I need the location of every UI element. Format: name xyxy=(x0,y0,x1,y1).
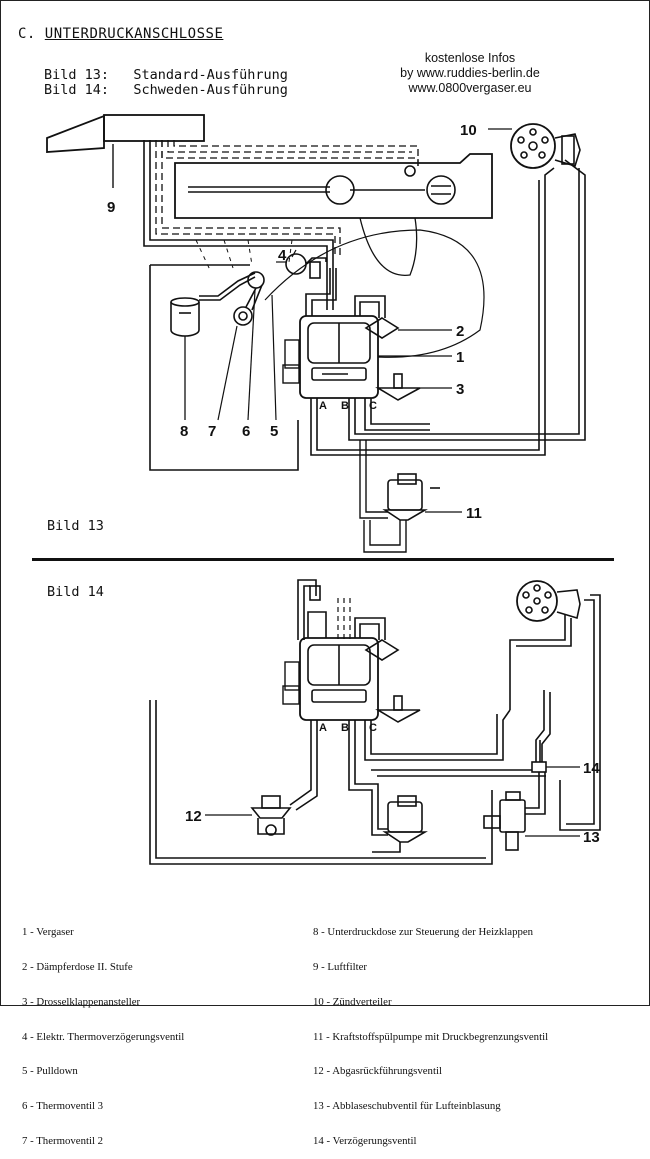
distributor-icon xyxy=(510,123,581,169)
delay-valve-icon xyxy=(531,761,547,773)
legend-right: 8 - Unterdruckdose zur Steuerung der Hei… xyxy=(313,904,548,1159)
callout-6: 6 xyxy=(242,423,250,440)
legend-item: 3 - Drosselklappenansteller xyxy=(22,995,141,1008)
caption-bild13-key: Bild 13: xyxy=(44,67,110,83)
caption-bild14-text: Schweden-Ausführung xyxy=(133,82,288,98)
callout-11: 11 xyxy=(466,505,482,522)
port-label-a: A xyxy=(319,400,327,412)
callout-2: 2 xyxy=(456,323,464,340)
legend-item: 6 - Thermoventil 3 xyxy=(22,1100,104,1113)
callout-12: 12 xyxy=(185,808,202,825)
fuel-pump-bild14-icon xyxy=(382,795,428,843)
callout-4: 4 xyxy=(278,247,287,264)
legend-item: 1 - Vergaser xyxy=(22,926,74,939)
callout-5: 5 xyxy=(270,423,278,440)
callout-1: 1 xyxy=(456,349,464,366)
diagram-bild13 xyxy=(46,114,586,553)
legend-item: 8 - Unterdruckdose zur Steuerung der Hei… xyxy=(313,926,534,939)
engine-block xyxy=(174,153,493,276)
info-line-2: by www.ruddies-berlin.de xyxy=(400,66,540,80)
figure-label-bild13: Bild 13 xyxy=(47,518,104,534)
legend-item: 9 - Luftfilter xyxy=(313,960,367,973)
page-title: C. UNTERDRUCKANSCHLOSSE xyxy=(18,26,223,42)
info-line-3: www.0800vergaser.eu xyxy=(408,81,532,95)
port-label-a-bild14: A xyxy=(319,722,327,734)
blow-off-valve-icon xyxy=(483,791,526,851)
section-title: UNTERDRUCKANSCHLOSSE xyxy=(44,26,224,42)
throttle-positioner-icon xyxy=(375,373,421,401)
legend-item: 4 - Elektr. Thermoverzögerungsventil xyxy=(22,1030,185,1043)
air-filter-icon xyxy=(46,114,205,153)
port-label-b-bild14: B xyxy=(341,722,349,734)
callout-3: 3 xyxy=(456,381,464,398)
legend-item: 14 - Verzögerungsventil xyxy=(313,1134,417,1147)
callout-9: 9 xyxy=(107,199,115,216)
port-label-b: B xyxy=(341,400,349,412)
port-label-c: C xyxy=(369,400,377,412)
callout-7: 7 xyxy=(208,423,216,440)
carburettor-icon xyxy=(282,315,379,399)
callout-13: 13 xyxy=(583,829,600,846)
carburettor-bild14-icon xyxy=(282,637,379,721)
legend-item: 10 - Zündverteiler xyxy=(313,995,392,1008)
info-block: kostenlose Infos by www.ruddies-berlin.d… xyxy=(360,51,580,96)
caption-bild14-key: Bild 14: xyxy=(44,82,110,98)
callout-14: 14 xyxy=(583,760,600,777)
vacuum-box-icon xyxy=(170,272,256,337)
egr-valve-icon xyxy=(250,795,292,836)
caption-bild13: Bild 13: Standard-Ausführung xyxy=(44,67,288,83)
caption-bild13-text: Standard-Ausführung xyxy=(133,67,288,83)
figure-label-bild14: Bild 14 xyxy=(47,584,104,600)
fuel-pump-icon xyxy=(382,473,440,521)
info-line-1: kostenlose Infos xyxy=(424,51,516,65)
legend-item: 12 - Abgasrückführungsventil xyxy=(313,1065,442,1078)
thermo-valve-2-icon xyxy=(233,306,253,326)
legend-left: 1 - Vergaser 2 - Dämpferdose II. Stufe 3… xyxy=(22,904,184,1159)
diagram-bild14 xyxy=(149,579,601,865)
vacuum-diagram: A B C A B C 10 9 4 2 1 3 8 7 6 5 11 14 1… xyxy=(32,114,614,865)
legend-item: 7 - Thermoventil 2 xyxy=(22,1134,104,1147)
legend-item: 11 - Kraftstoffspülpumpe mit Druckbegren… xyxy=(313,1030,549,1043)
section-prefix: C. xyxy=(18,26,36,42)
legend-item: 2 - Dämpferdose II. Stufe xyxy=(22,960,133,973)
section-divider xyxy=(32,558,614,561)
damper-box-icon xyxy=(364,317,400,339)
callout-10: 10 xyxy=(460,122,477,139)
port-label-c-bild14: C xyxy=(369,722,377,734)
callout-8: 8 xyxy=(180,423,188,440)
caption-bild14: Bild 14: Schweden-Ausführung xyxy=(44,82,288,98)
distributor-bild14-icon xyxy=(516,580,581,622)
legend-item: 13 - Abblaseschubventil für Lufteinblasu… xyxy=(313,1100,501,1113)
legend-item: 5 - Pulldown xyxy=(22,1065,78,1078)
